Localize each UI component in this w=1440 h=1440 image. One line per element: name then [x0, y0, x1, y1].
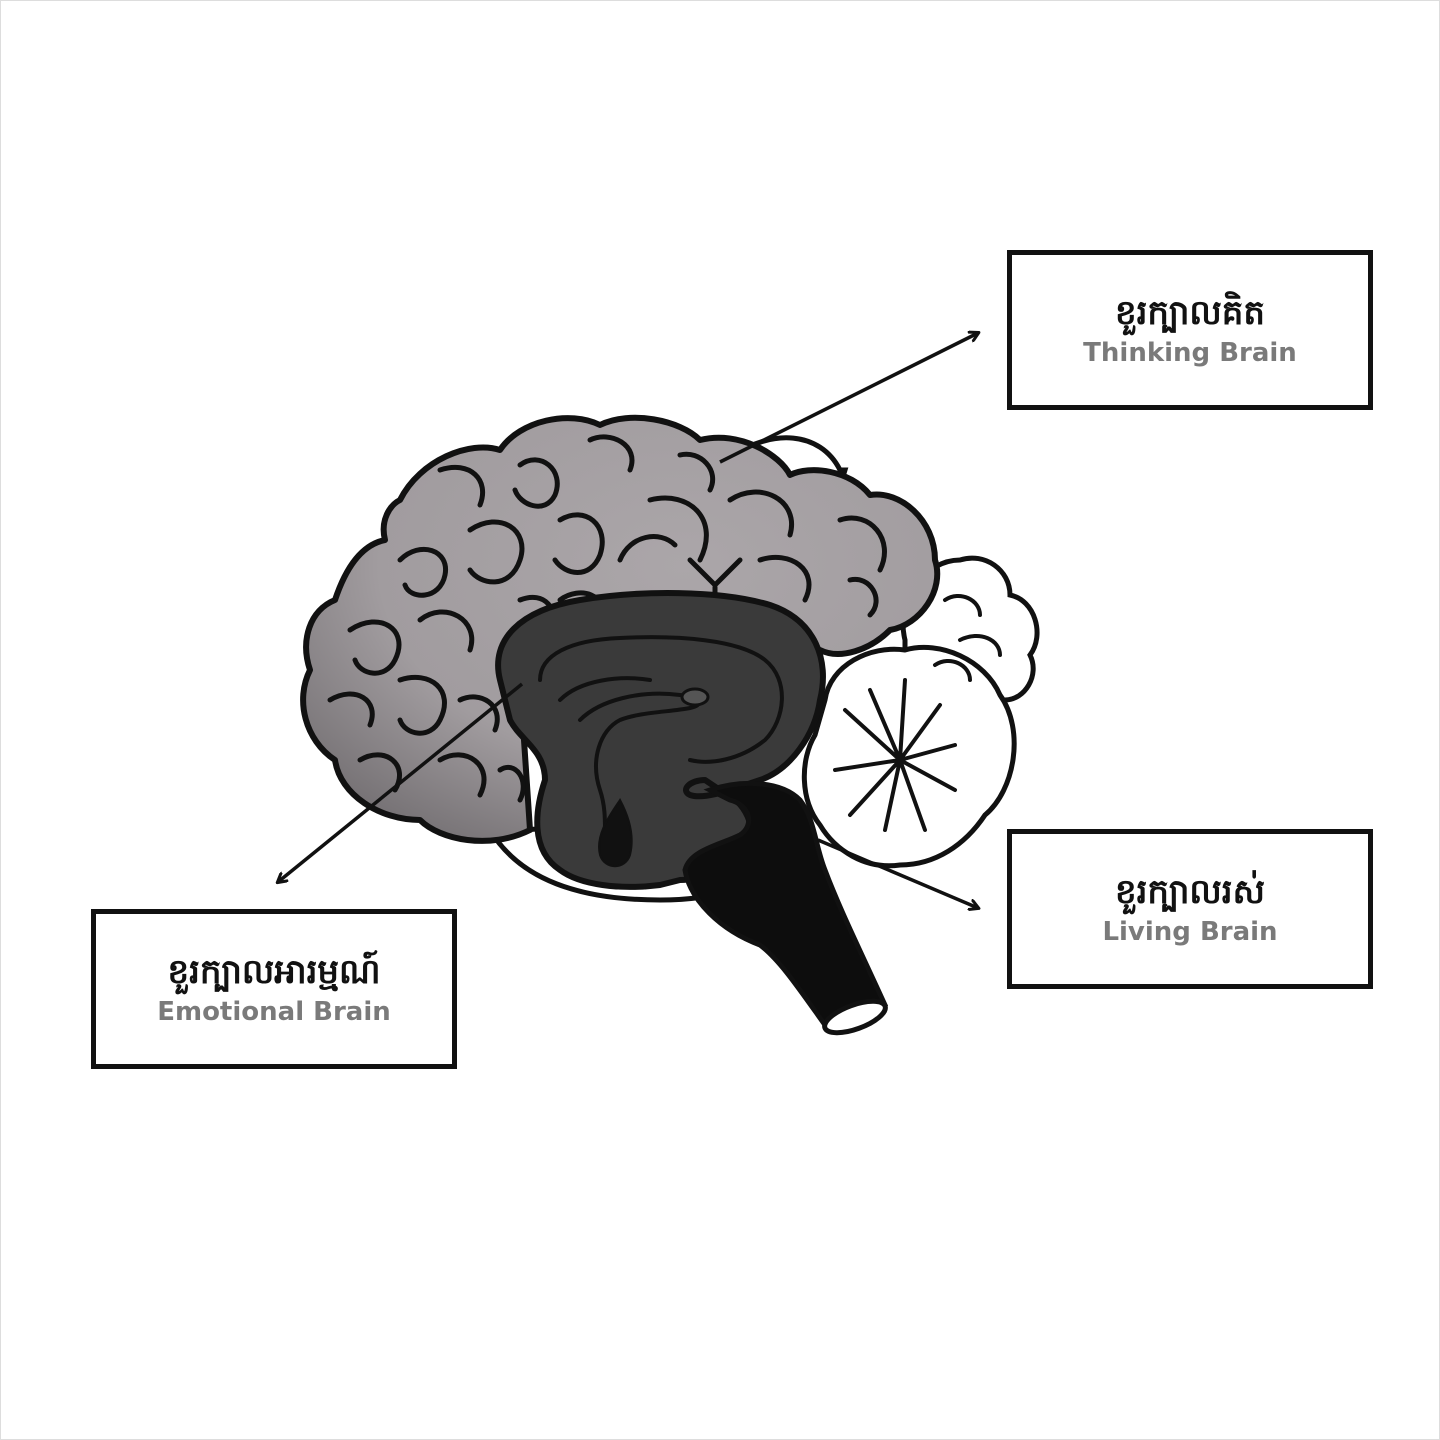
emotional-brain-english-label: Emotional Brain: [157, 997, 391, 1027]
living-brain-english-label: Living Brain: [1102, 917, 1277, 947]
emotional-brain-khmer-label: ខួរក្បាលអារម្មណ៍: [168, 951, 381, 994]
thinking-brain-english-label: Thinking Brain: [1083, 338, 1297, 368]
thinking-brain-label-box: ខួរក្បាលគិត Thinking Brain: [1007, 250, 1373, 410]
emotional-brain-label-box: ខួរក្បាលអារម្មណ៍ Emotional Brain: [91, 909, 457, 1069]
living-brain-label-box: ខួរក្បាលរស់ Living Brain: [1007, 829, 1373, 989]
limbic-small-nucleus: [682, 689, 708, 705]
living-brain-khmer-label: ខួរក្បាលរស់: [1115, 871, 1265, 914]
arrow-thinking: [720, 333, 978, 462]
thinking-brain-khmer-label: ខួរក្បាលគិត: [1115, 292, 1265, 335]
